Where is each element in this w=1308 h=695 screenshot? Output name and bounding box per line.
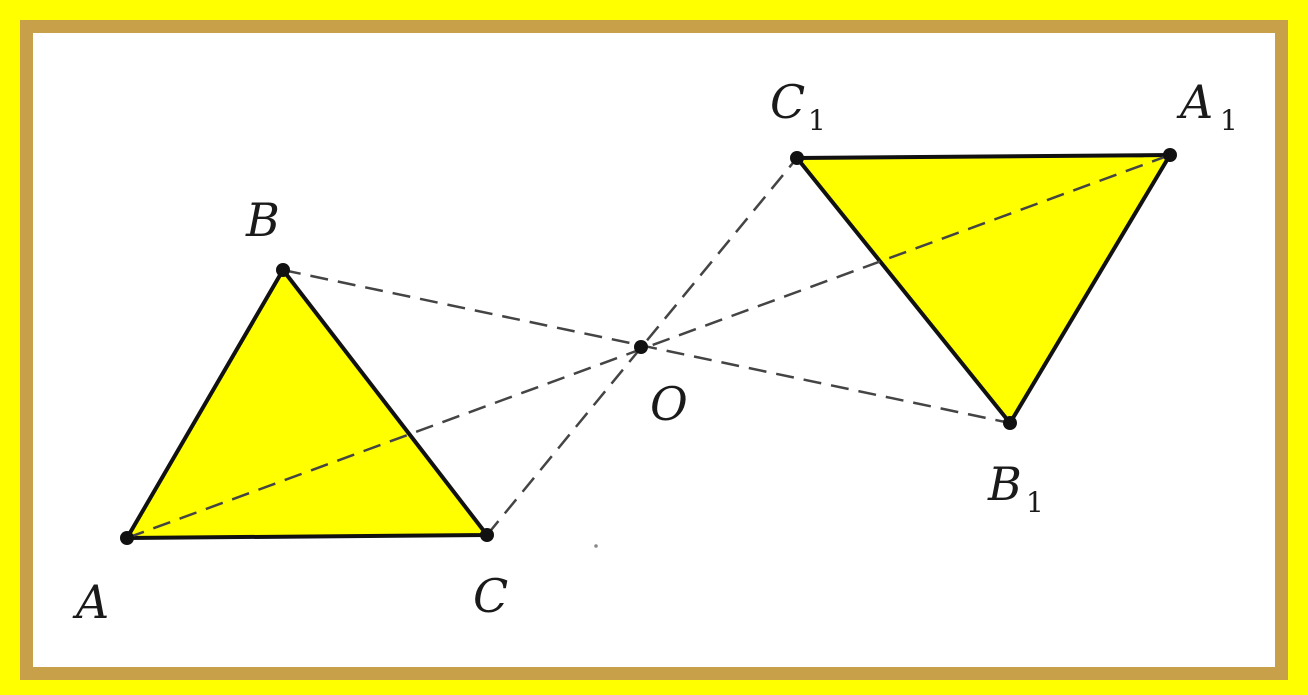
point-c1 — [790, 151, 804, 165]
inner-panel — [33, 33, 1275, 667]
label-o: O — [650, 377, 688, 431]
label-b: B — [245, 193, 280, 247]
point-a — [120, 531, 134, 545]
label-b1-subscript: 1 — [1026, 486, 1044, 519]
point-b1 — [1003, 416, 1017, 430]
label-c: C — [473, 569, 508, 623]
point-c — [480, 528, 494, 542]
label-a1-subscript: 1 — [1220, 104, 1238, 137]
triangle-abc — [125, 268, 489, 540]
triangle-a1b1c1 — [795, 153, 1172, 425]
speck-mark — [594, 544, 598, 548]
segment-c-c1 — [486, 157, 798, 536]
label-a1: A — [1176, 75, 1213, 129]
point-o — [634, 340, 648, 354]
label-c1: C — [770, 75, 805, 129]
point-b — [276, 263, 290, 277]
label-a: A — [72, 575, 109, 629]
label-b1: B — [987, 457, 1022, 511]
point-a1 — [1163, 148, 1177, 162]
label-c1-subscript: 1 — [808, 104, 826, 137]
segment-a-a1 — [126, 153, 1171, 540]
